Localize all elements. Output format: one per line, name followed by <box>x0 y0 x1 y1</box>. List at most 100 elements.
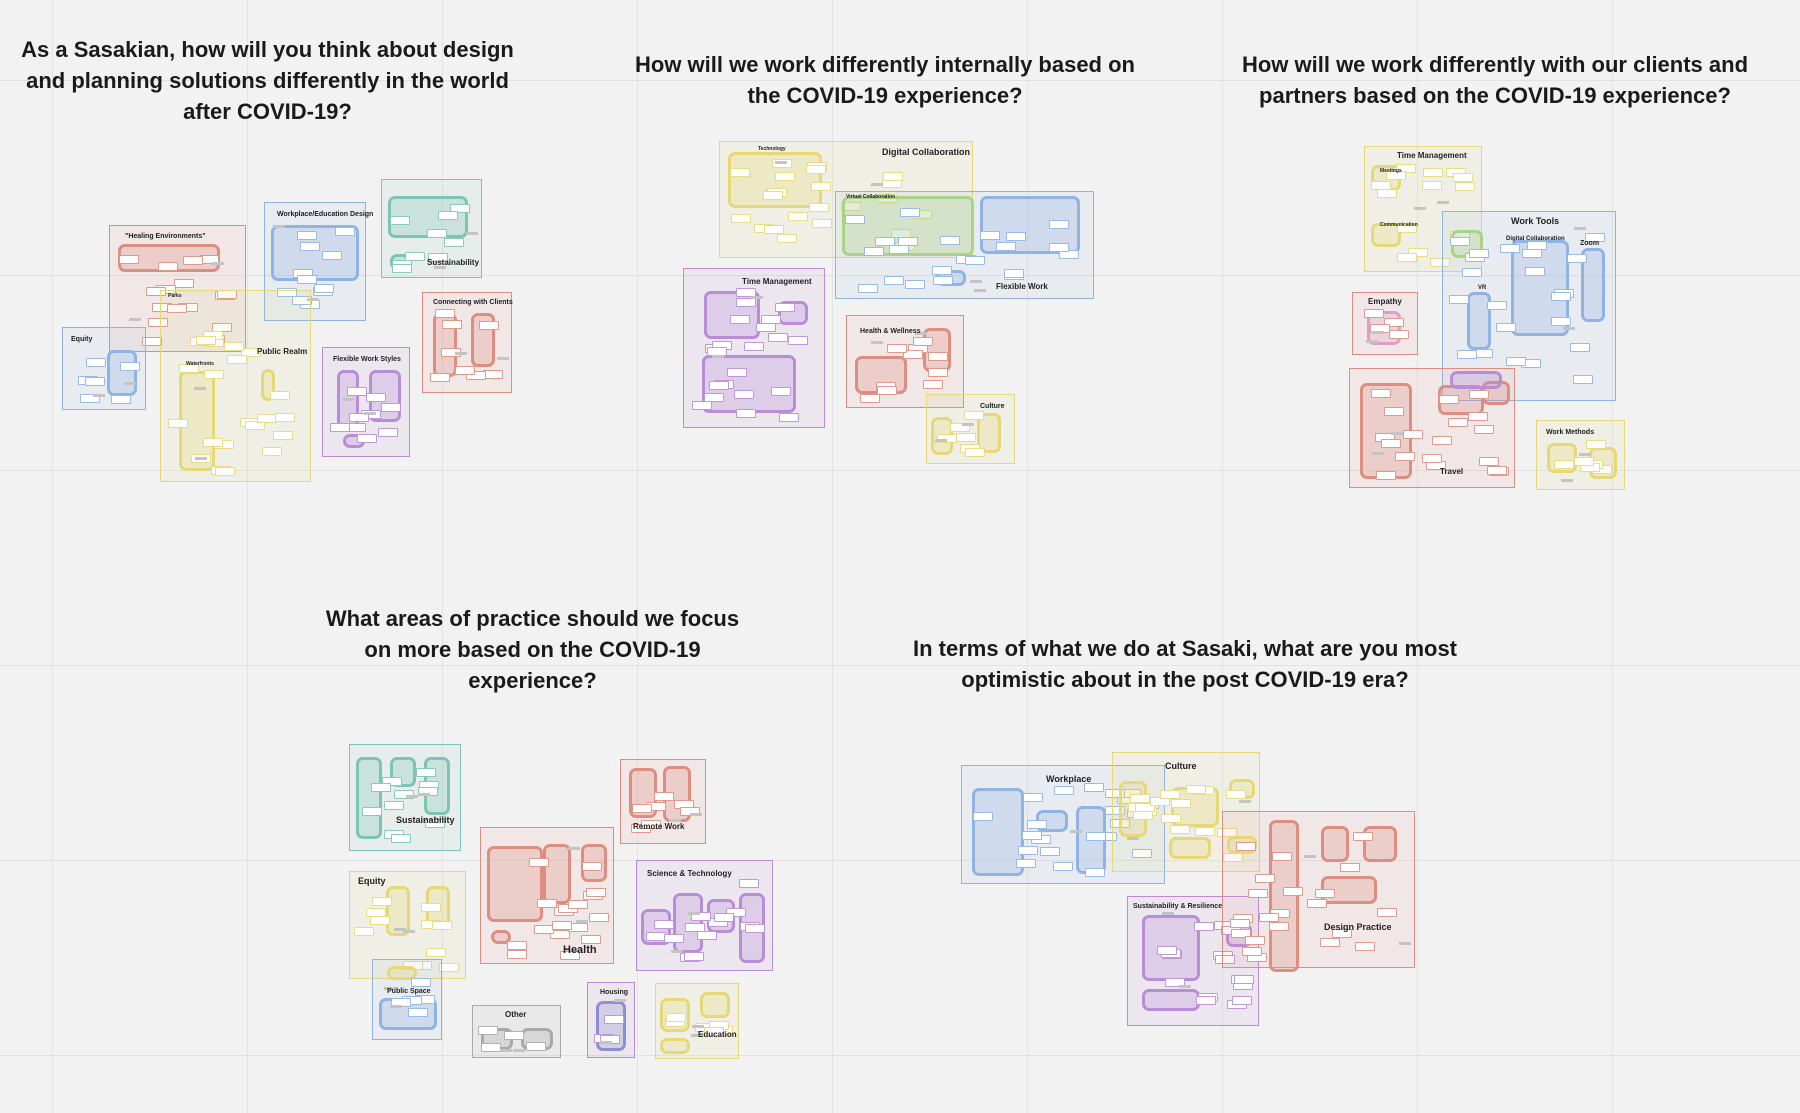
sticky-note[interactable] <box>174 278 195 288</box>
sticky-note[interactable] <box>1352 832 1373 842</box>
sticky-note[interactable] <box>864 246 885 256</box>
sticky-note[interactable] <box>1468 249 1489 259</box>
sticky-note[interactable] <box>550 930 571 940</box>
frame-sustainability[interactable]: Sustainability <box>381 179 482 278</box>
sticky-note[interactable] <box>110 394 131 404</box>
frame-other[interactable]: Other <box>472 1005 561 1058</box>
frame-culture[interactable]: Culture <box>926 394 1015 464</box>
sticky-note[interactable] <box>158 261 179 271</box>
sticky-note[interactable] <box>733 390 754 400</box>
sticky-note[interactable] <box>346 386 367 396</box>
sticky-note[interactable] <box>1196 995 1217 1005</box>
sticky-note[interactable] <box>1314 888 1335 898</box>
sticky-note[interactable] <box>1159 790 1180 800</box>
sticky-note[interactable] <box>444 237 464 247</box>
sticky-note[interactable] <box>299 242 320 251</box>
sticky-note[interactable] <box>560 950 581 960</box>
sticky-note[interactable] <box>1567 254 1588 264</box>
frame-flexible-work[interactable]: Flexible Work <box>835 191 1094 299</box>
sticky-cluster[interactable] <box>1371 223 1401 247</box>
frame-workplace[interactable]: Workplace <box>961 765 1165 884</box>
sticky-note[interactable] <box>1307 899 1328 909</box>
sticky-note[interactable] <box>730 213 751 223</box>
sticky-note[interactable] <box>1383 407 1404 417</box>
sticky-note[interactable] <box>603 1014 624 1024</box>
sticky-note[interactable] <box>912 337 933 347</box>
sticky-note[interactable] <box>507 949 528 959</box>
sticky-note[interactable] <box>526 1041 547 1051</box>
sticky-note[interactable] <box>884 275 905 285</box>
sticky-note[interactable] <box>950 422 971 432</box>
sticky-note[interactable] <box>1233 974 1254 984</box>
sticky-note[interactable] <box>844 215 865 225</box>
sticky-note[interactable] <box>167 304 187 314</box>
sticky-note[interactable] <box>1129 793 1150 803</box>
sticky-note[interactable] <box>1048 220 1069 230</box>
sticky-note[interactable] <box>434 309 455 319</box>
sticky-note[interactable] <box>480 1043 501 1052</box>
sticky-note[interactable] <box>1524 267 1545 277</box>
sticky-cluster[interactable] <box>1360 383 1412 479</box>
sticky-note[interactable] <box>428 253 449 263</box>
sticky-note[interactable] <box>691 400 712 410</box>
sticky-note[interactable] <box>684 951 705 961</box>
sticky-note[interactable] <box>1496 322 1517 332</box>
sticky-note[interactable] <box>1132 811 1153 821</box>
sticky-note[interactable] <box>1505 357 1526 367</box>
sticky-note[interactable] <box>1134 802 1155 812</box>
sticky-note[interactable] <box>450 203 471 213</box>
frame-sustainability[interactable]: Sustainability <box>349 744 461 851</box>
sticky-note[interactable] <box>775 303 796 313</box>
sticky-note[interactable] <box>755 323 776 333</box>
sticky-note[interactable] <box>1397 253 1417 263</box>
sticky-note[interactable] <box>224 342 245 352</box>
sticky-note[interactable] <box>1448 417 1469 427</box>
sticky-note[interactable] <box>528 857 549 867</box>
sticky-note[interactable] <box>588 912 609 922</box>
sticky-note[interactable] <box>425 818 446 828</box>
sticky-note[interactable] <box>203 369 224 379</box>
sticky-note[interactable] <box>1149 796 1170 806</box>
sticky-note[interactable] <box>330 422 351 432</box>
sticky-note[interactable] <box>1456 350 1477 360</box>
sticky-note[interactable] <box>788 212 809 222</box>
frame-work-methods[interactable]: Work Methods <box>1536 420 1625 490</box>
sticky-note[interactable] <box>744 924 765 933</box>
sticky-note[interactable] <box>1453 172 1474 182</box>
sticky-note[interactable] <box>1004 269 1025 279</box>
sticky-note[interactable] <box>269 390 290 400</box>
sticky-note[interactable] <box>381 403 401 412</box>
sticky-cluster[interactable] <box>1142 989 1200 1011</box>
sticky-note[interactable] <box>1570 343 1591 353</box>
sticky-note[interactable] <box>369 915 390 925</box>
sticky-note[interactable] <box>1194 922 1214 932</box>
sticky-note[interactable] <box>408 1007 429 1017</box>
sticky-note[interactable] <box>1185 785 1206 795</box>
frame-time-management[interactable]: Time Management <box>1364 146 1482 272</box>
sticky-cluster[interactable] <box>1363 826 1397 862</box>
sticky-note[interactable] <box>763 191 784 201</box>
sticky-note[interactable] <box>1487 465 1507 475</box>
sticky-note[interactable] <box>261 447 282 457</box>
sticky-note[interactable] <box>1058 250 1079 260</box>
sticky-note[interactable] <box>455 365 476 375</box>
sticky-note[interactable] <box>776 234 797 244</box>
sticky-note[interactable] <box>392 263 413 273</box>
sticky-note[interactable] <box>726 907 746 917</box>
sticky-note[interactable] <box>273 431 294 441</box>
sticky-note[interactable] <box>905 280 926 290</box>
sticky-note[interactable] <box>684 923 705 933</box>
sticky-cluster[interactable] <box>386 886 410 936</box>
sticky-note[interactable] <box>1242 946 1262 956</box>
sticky-note[interactable] <box>551 921 572 931</box>
sticky-note[interactable] <box>479 321 499 331</box>
sticky-note[interactable] <box>296 231 317 241</box>
sticky-note[interactable] <box>965 255 986 265</box>
sticky-note[interactable] <box>886 344 907 354</box>
sticky-note[interactable] <box>1231 996 1252 1006</box>
sticky-note[interactable] <box>743 341 764 351</box>
frame-healing-environments[interactable]: "Healing Environments" <box>109 225 246 352</box>
sticky-cluster[interactable] <box>1467 292 1491 350</box>
sticky-note[interactable] <box>1164 977 1185 987</box>
frame-equity[interactable]: Equity <box>62 327 146 410</box>
